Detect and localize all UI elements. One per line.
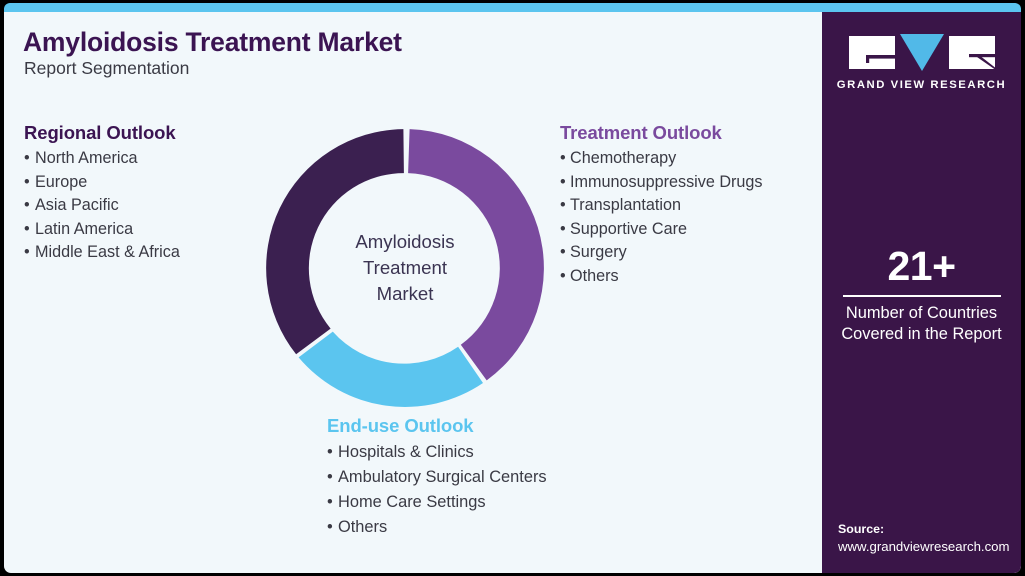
list-item: Ambulatory Surgical Centers xyxy=(327,465,547,490)
list-item: North America xyxy=(24,147,180,171)
top-accent-bar xyxy=(4,3,1021,13)
stat-number: 21+ xyxy=(887,243,956,289)
donut-svg xyxy=(266,129,544,407)
regional-outlook-block: Regional Outlook North America Europe As… xyxy=(24,122,180,265)
treatment-outlook-block: Treatment Outlook Chemotherapy Immunosup… xyxy=(560,122,763,289)
list-item: Europe xyxy=(24,171,180,195)
donut-segment-enduse xyxy=(298,331,483,407)
stat-label: Number of Countries Covered in the Repor… xyxy=(822,303,1021,345)
list-item: Asia Pacific xyxy=(24,194,180,218)
country-count-stat: 21+ Number of Countries Covered in the R… xyxy=(822,244,1021,345)
list-item: Chemotherapy xyxy=(560,147,763,171)
regional-outlook-list: North America Europe Asia Pacific Latin … xyxy=(24,147,180,265)
source-url[interactable]: www.grandviewresearch.com xyxy=(838,539,1010,554)
list-item: Immunosuppressive Drugs xyxy=(560,171,763,195)
enduse-outlook-list: Hospitals & Clinics Ambulatory Surgical … xyxy=(327,440,547,540)
source-block: Source: www.grandviewresearch.com xyxy=(838,521,1018,556)
logo-r-icon xyxy=(948,36,995,69)
regional-outlook-heading: Regional Outlook xyxy=(24,122,176,143)
list-item: Supportive Care xyxy=(560,218,763,242)
treatment-outlook-heading: Treatment Outlook xyxy=(560,122,722,143)
enduse-outlook-block: End-use Outlook Hospitals & Clinics Ambu… xyxy=(327,415,547,540)
logo-g-icon xyxy=(848,36,895,69)
list-item: Latin America xyxy=(24,218,180,242)
side-panel: GRAND VIEW RESEARCH 21+ Number of Countr… xyxy=(822,12,1021,573)
list-item: Middle East & Africa xyxy=(24,241,180,265)
stat-label-line-1: Number of Countries xyxy=(845,303,998,322)
donut-chart: Amyloidosis Treatment Market xyxy=(261,124,549,412)
donut-segment-regional xyxy=(266,129,404,355)
enduse-outlook-heading: End-use Outlook xyxy=(327,415,474,436)
main-canvas: Amyloidosis Treatment Market Report Segm… xyxy=(4,12,1021,573)
logo-marks xyxy=(848,34,995,71)
list-item: Hospitals & Clinics xyxy=(327,440,547,465)
stat-label-line-2: Covered in the Report xyxy=(841,324,1002,343)
stat-divider xyxy=(842,295,1001,297)
page-title: Amyloidosis Treatment Market xyxy=(23,27,402,57)
brand-logo: GRAND VIEW RESEARCH xyxy=(822,34,1021,91)
page-subtitle: Report Segmentation xyxy=(24,58,190,78)
logo-v-icon xyxy=(899,34,944,71)
list-item: Home Care Settings xyxy=(327,490,547,515)
logo-wordmark: GRAND VIEW RESEARCH xyxy=(836,79,1007,91)
treatment-outlook-list: Chemotherapy Immunosuppressive Drugs Tra… xyxy=(560,147,763,289)
source-title: Source: xyxy=(838,522,885,536)
list-item: Others xyxy=(327,515,547,540)
list-item: Surgery xyxy=(560,241,763,265)
list-item: Transplantation xyxy=(560,194,763,218)
list-item: Others xyxy=(560,265,763,289)
donut-segment-treatment xyxy=(408,129,544,381)
